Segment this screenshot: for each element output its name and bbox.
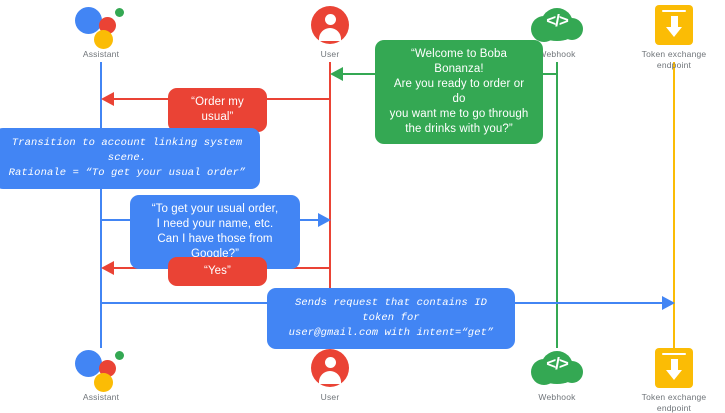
download-box-icon <box>655 5 693 45</box>
user-avatar-icon <box>311 349 349 387</box>
google-assistant-dots-icon <box>75 347 127 392</box>
token-icon-wrap <box>619 4 725 46</box>
actor-label-token-endpoint: Token exchange endpoint <box>641 49 707 70</box>
actor-user-bottom: User <box>275 347 385 403</box>
actor-token-endpoint-bottom: Token exchange endpoint <box>619 347 725 413</box>
arrow-head-sends-request <box>662 296 675 310</box>
arrow-head-order-my-usual <box>101 92 114 106</box>
arrow-head-welcome <box>330 67 343 81</box>
note-bubble-sends-request: Sends request that contains ID token for… <box>267 288 515 349</box>
message-bubble-ask-for-name: “To get your usual order, I need your na… <box>130 195 300 269</box>
actor-label-webhook-bottom: Webhook <box>538 392 576 402</box>
assistant-icon-wrap <box>46 4 156 49</box>
actor-webhook-bottom: </> Webhook <box>502 347 612 403</box>
lifeline-user <box>329 62 331 348</box>
actor-label-assistant-bottom: Assistant <box>82 392 120 402</box>
lifeline-token-endpoint <box>673 62 675 348</box>
actor-label-token-endpoint-bottom: Token exchange endpoint <box>641 392 707 413</box>
actor-webhook-top: </> Webhook <box>502 4 612 60</box>
actor-label-webhook: Webhook <box>538 49 576 59</box>
assistant-icon-wrap-bottom <box>46 347 156 392</box>
lifeline-assistant <box>100 62 102 348</box>
arrow-head-ask-for-name <box>318 213 331 227</box>
user-icon-wrap <box>275 4 385 46</box>
webhook-icon-wrap-bottom: </> <box>502 347 612 389</box>
webhook-icon-wrap: </> <box>502 4 612 46</box>
token-icon-wrap-bottom <box>619 347 725 389</box>
message-bubble-order-my-usual: “Order my usual” <box>168 88 267 132</box>
message-bubble-yes: “Yes” <box>168 257 267 286</box>
lifeline-webhook <box>556 62 558 348</box>
actor-assistant-top: Assistant <box>46 4 156 60</box>
actor-user-top: User <box>275 4 385 60</box>
cloud-code-icon: </> <box>531 348 583 388</box>
user-icon-wrap-bottom <box>275 347 385 389</box>
download-box-icon <box>655 348 693 388</box>
user-avatar-icon <box>311 6 349 44</box>
actor-token-endpoint-top: Token exchange endpoint <box>619 4 725 71</box>
actor-assistant-bottom: Assistant <box>46 347 156 403</box>
note-bubble-transition: Transition to account linking system sce… <box>0 128 260 189</box>
actor-label-user: User <box>320 49 340 59</box>
actor-label-user-bottom: User <box>320 392 340 402</box>
actor-label-assistant: Assistant <box>82 49 120 59</box>
arrow-head-yes <box>101 261 114 275</box>
message-bubble-welcome: “Welcome to Boba Bonanza! Are you ready … <box>375 40 543 144</box>
cloud-code-icon: </> <box>531 5 583 45</box>
google-assistant-dots-icon <box>75 4 127 49</box>
